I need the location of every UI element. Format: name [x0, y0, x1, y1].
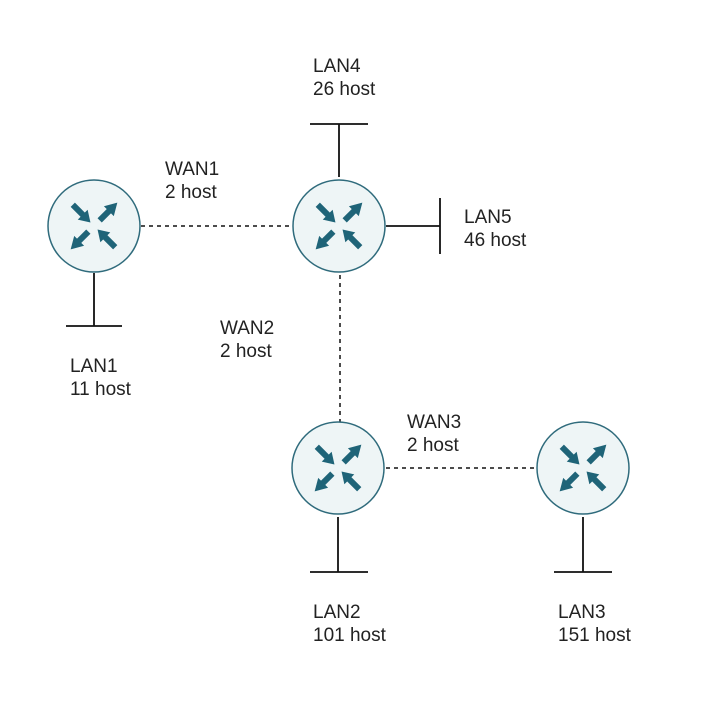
router-icon	[292, 179, 386, 273]
lan4-name: LAN4	[313, 56, 361, 77]
lan5-label: LAN5 46 host	[464, 206, 526, 252]
arrow-out-icon	[97, 202, 118, 223]
arrow-in-icon	[341, 471, 362, 492]
lan1-connector	[66, 273, 122, 327]
arrow-in-icon	[342, 229, 363, 250]
arrow-in-icon	[315, 202, 336, 223]
lan4-hosts: 26 host	[313, 79, 376, 100]
arrow-out-icon	[342, 202, 363, 223]
wan3-label: WAN3 2 host	[407, 411, 461, 457]
lan3-hosts: 151 host	[558, 625, 631, 646]
arrow-out-icon	[314, 471, 335, 492]
wan2-label: WAN2 2 host	[220, 317, 274, 363]
arrow-in-icon	[559, 444, 580, 465]
lan4-label: LAN4 26 host	[313, 55, 375, 101]
router-icon	[536, 421, 630, 515]
lan3-name: LAN3	[558, 602, 606, 623]
wan2-hosts: 2 host	[220, 341, 272, 362]
lan2-label: LAN2 101 host	[313, 601, 386, 647]
wan3-name: WAN3	[407, 412, 462, 433]
lan5-name: LAN5	[464, 207, 512, 228]
router-body	[292, 179, 386, 273]
router-body	[536, 421, 630, 515]
lan1-label: LAN1 11 host	[70, 355, 131, 401]
arrow-in-icon	[97, 229, 118, 250]
lan1-hosts: 11 host	[70, 379, 131, 400]
lan3-connector	[554, 517, 612, 573]
wan3-hosts: 2 host	[407, 435, 459, 456]
lan5-hosts: 46 host	[464, 230, 527, 251]
arrow-out-icon	[559, 471, 580, 492]
arrow-out-icon	[70, 229, 91, 250]
lan2-hosts: 101 host	[313, 625, 386, 646]
wan1-name: WAN1	[165, 159, 220, 180]
wan1-label: WAN1 2 host	[165, 158, 219, 204]
lan4-connector	[310, 123, 368, 177]
arrow-in-icon	[586, 471, 607, 492]
lan3-label: LAN3 151 host	[558, 601, 631, 647]
router-icon	[291, 421, 385, 515]
lan1-name: LAN1	[70, 356, 118, 377]
lan5-connector	[386, 198, 441, 254]
arrow-in-icon	[314, 444, 335, 465]
router-icon	[47, 179, 141, 273]
router-body	[47, 179, 141, 273]
lan2-connector	[310, 517, 368, 573]
wan2-name: WAN2	[220, 318, 275, 339]
arrow-out-icon	[315, 229, 336, 250]
arrow-out-icon	[586, 444, 607, 465]
router-body	[291, 421, 385, 515]
wan1-hosts: 2 host	[165, 182, 217, 203]
arrow-in-icon	[70, 202, 91, 223]
arrow-out-icon	[341, 444, 362, 465]
lan2-name: LAN2	[313, 602, 361, 623]
